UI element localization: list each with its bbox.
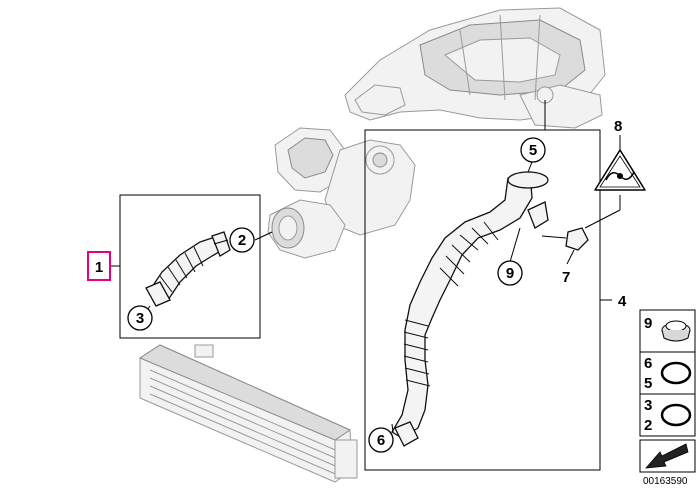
callout-6-marker[interactable]: 6 bbox=[368, 427, 394, 453]
callout-3-marker[interactable]: 3 bbox=[127, 305, 153, 331]
seal-5-label: 5 bbox=[644, 375, 652, 392]
sensor-illustration bbox=[541, 227, 589, 251]
callout-4[interactable]: 4 bbox=[618, 293, 627, 310]
callout-6: 6 bbox=[377, 432, 385, 449]
intake-hose-illustration bbox=[391, 171, 549, 447]
callout-2-marker[interactable]: 2 bbox=[229, 227, 255, 253]
intake-manifold-illustration bbox=[344, 7, 606, 129]
callout-5: 5 bbox=[529, 142, 537, 159]
callout-3: 3 bbox=[136, 310, 144, 327]
seal-9-label: 9 bbox=[644, 315, 652, 332]
callout-2: 2 bbox=[238, 232, 246, 249]
intercooler-illustration bbox=[138, 344, 358, 483]
callout-1-highlight[interactable] bbox=[87, 251, 111, 281]
leader-lines bbox=[110, 100, 621, 433]
seal-2-label: 2 bbox=[644, 417, 652, 434]
o-ring-6-5-icon bbox=[660, 361, 692, 385]
callout-5-marker[interactable]: 5 bbox=[520, 137, 546, 163]
callout-9-marker[interactable]: 9 bbox=[497, 260, 523, 286]
charge-air-hose-illustration bbox=[145, 231, 231, 307]
callout-8[interactable]: 8 bbox=[614, 118, 622, 135]
turbocharger-illustration bbox=[267, 127, 416, 259]
plug-9-icon bbox=[661, 320, 691, 342]
callout-7[interactable]: 7 bbox=[562, 269, 570, 286]
seal-3-label: 3 bbox=[644, 397, 652, 414]
seal-3-2-box bbox=[639, 393, 696, 437]
diagram-number: 00163590 bbox=[643, 476, 688, 487]
arrow-icon bbox=[645, 443, 689, 469]
side-panel: 9 6 5 3 2 00163590 bbox=[639, 309, 696, 487]
callout-9: 9 bbox=[506, 265, 514, 282]
seal-6-label: 6 bbox=[644, 355, 652, 372]
warning-label-icon bbox=[594, 149, 646, 191]
o-ring-3-2-icon bbox=[660, 403, 692, 427]
callout-1: 1 bbox=[95, 259, 103, 276]
